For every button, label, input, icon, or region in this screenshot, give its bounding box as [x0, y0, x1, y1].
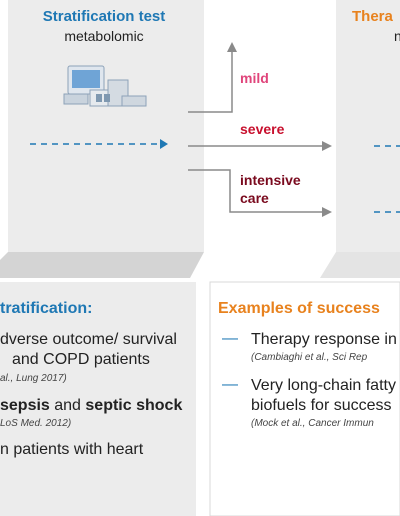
intensive-arrowhead [322, 207, 332, 217]
left-dashed-arrowhead [160, 139, 168, 149]
stratification-item1-line1: dverse outcome/ survival [0, 331, 177, 348]
success-heading: Examples of success [218, 300, 380, 317]
stratification-item2-citation: LoS Med. 2012) [0, 418, 72, 429]
intensive-arrow [188, 169, 322, 213]
and-connector: and [49, 397, 86, 414]
therapy-subtitle: n [394, 28, 400, 44]
left-bottom-box [0, 282, 196, 516]
mild-arrow [188, 50, 233, 113]
therapy-panel [336, 0, 400, 252]
stratification-subtitle: metabolomic [64, 28, 144, 44]
right-connector-shape [320, 252, 400, 278]
success-item2-citation: (Mock et al., Cancer Immun [251, 418, 374, 429]
stratification-panel [8, 0, 204, 252]
stratification-item1-citation: al., Lung 2017) [0, 373, 67, 384]
stratification-item1-line2: and COPD patients [12, 351, 150, 368]
intensive-label-line1: intensive [240, 172, 301, 188]
stratification-heading: tratification: [0, 300, 93, 317]
lab-instrument-icon [63, 65, 147, 107]
intensive-label-line2: care [240, 190, 269, 206]
success-item2-line2: biofuels for success [251, 397, 392, 414]
right-bottom-box [209, 281, 400, 516]
stratification-item3-line1: n patients with heart [0, 441, 144, 458]
mild-label: mild [240, 70, 269, 86]
mild-arrowhead [227, 42, 237, 52]
sepsis-term: sepsis [0, 397, 50, 414]
severe-arrowhead [322, 141, 332, 151]
septic-shock-term: septic shock [85, 397, 183, 414]
severe-label: severe [240, 121, 285, 137]
success-item1-dash: — [222, 330, 238, 347]
success-item1-citation: (Cambiaghi et al., Sci Rep [251, 352, 368, 363]
stratification-item2: sepsis and septic shock [0, 396, 182, 416]
success-item2-line1: Very long-chain fatty [251, 377, 396, 394]
stratification-title: Stratification test [42, 8, 166, 25]
success-item1-text: Therapy response in [251, 331, 397, 348]
therapy-title: Thera [352, 8, 393, 25]
left-connector-shape [0, 252, 204, 278]
success-item2-dash: — [222, 376, 238, 393]
